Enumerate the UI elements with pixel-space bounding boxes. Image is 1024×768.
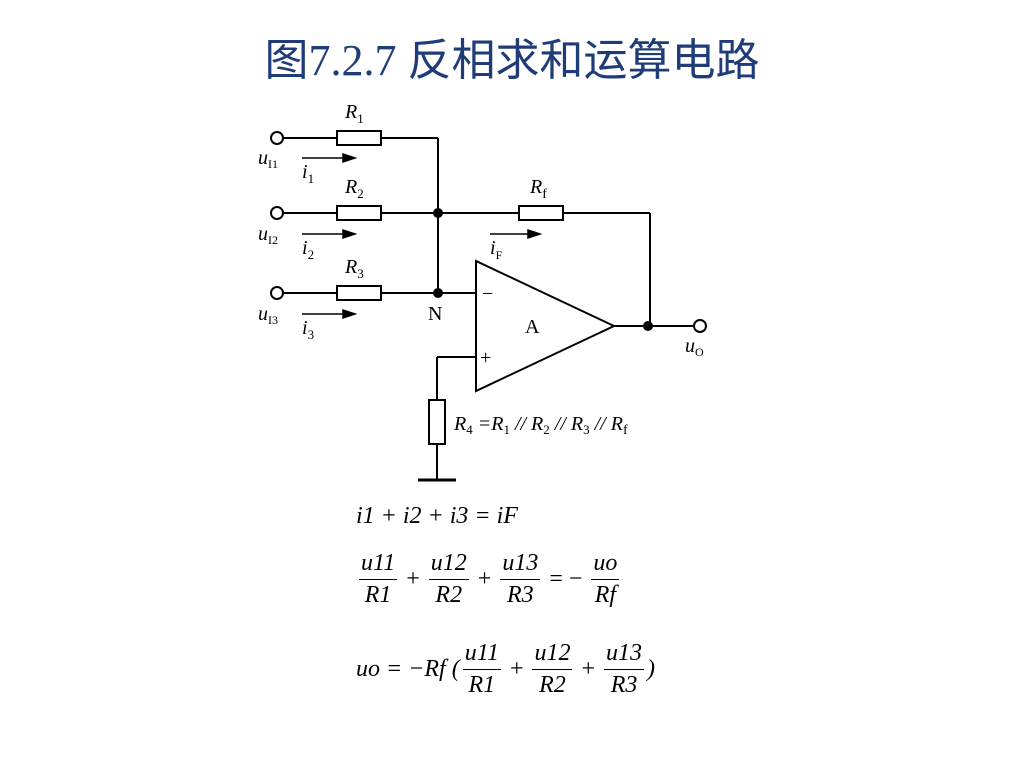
opamp-triangle (475, 259, 617, 393)
label-if: iF (490, 237, 503, 262)
arrow-i3 (342, 308, 358, 320)
equation-node-balance: u11 R1 + u12 R2 + u13 R3 = − uo Rf (359, 550, 620, 608)
arrow-i2 (342, 228, 358, 240)
slide-title: 图7.2.7 反相求和运算电路 (264, 36, 760, 85)
label-amp-a: A (525, 316, 540, 338)
label-u-i1: uI1 (258, 147, 278, 171)
fraction-u13-r3-b: u13 R3 (604, 640, 645, 698)
equation-3-lhs: uo = −Rf ( (356, 656, 460, 682)
label-r1: R1 (344, 101, 364, 126)
label-u-i3: uI3 (258, 303, 278, 327)
closing-paren: ) (647, 656, 656, 682)
label-minus-input: − (482, 283, 493, 305)
equation-current-sum: i1 + i2 + i3 = iF (356, 503, 518, 530)
label-r4-formula: R4 =R1 // R2 // R3 // Rf (453, 413, 628, 439)
equals-minus: = − (549, 566, 583, 592)
fraction-u11-r1-b: u11 R1 (462, 640, 501, 698)
fraction-u11-r1: u11 R1 (359, 550, 398, 608)
resistor-rf (518, 205, 564, 221)
label-i3: i3 (302, 317, 314, 342)
resistor-r2 (336, 205, 382, 221)
arrow-i1 (342, 152, 358, 164)
label-i2: i2 (302, 237, 314, 262)
resistor-r4 (428, 399, 446, 445)
label-plus-input: + (480, 347, 491, 369)
fraction-u12-r2-b: u12 R2 (532, 640, 573, 698)
label-rf: Rf (529, 176, 547, 202)
equation-output-voltage: uo = −Rf ( u11 R1 + u12 R2 + u13 R3 ) (356, 640, 656, 698)
junction-dot-output (643, 321, 653, 331)
junction-dot-node (433, 208, 443, 218)
terminal-input-2 (270, 206, 284, 220)
fraction-u13-r3: u13 R3 (500, 550, 541, 608)
terminal-output (693, 319, 707, 333)
label-r2: R2 (344, 176, 364, 201)
arrow-if (527, 228, 543, 240)
terminal-input-1 (270, 131, 284, 145)
resistor-r3 (336, 285, 382, 301)
fraction-u12-r2: u12 R2 (428, 550, 469, 608)
label-u-i2: uI2 (258, 223, 278, 247)
resistor-r1 (336, 130, 382, 146)
junction-dot-node-bottom (433, 288, 443, 298)
label-i1: i1 (302, 161, 314, 186)
label-u-o: uO (685, 335, 704, 359)
terminal-input-3 (270, 286, 284, 300)
label-node-n: N (428, 303, 442, 325)
equation-1-text: i1 + i2 + i3 = iF (356, 503, 518, 529)
fraction-uo-rf: uo Rf (591, 550, 620, 608)
label-r3: R3 (344, 256, 364, 281)
